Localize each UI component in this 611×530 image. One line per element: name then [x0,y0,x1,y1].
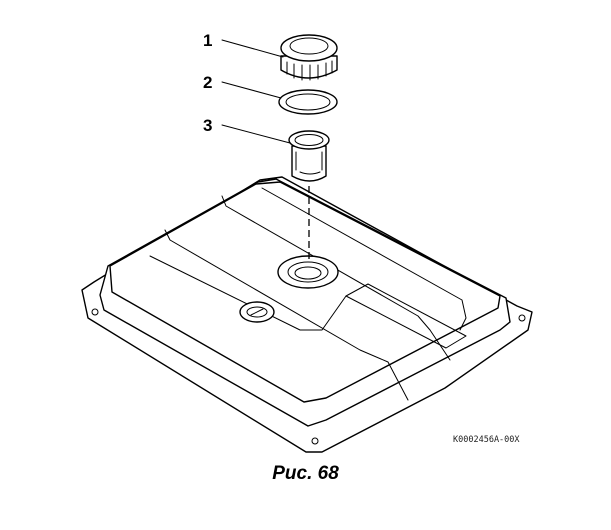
cap-skirt [280,55,338,79]
mounting-hole-front [311,437,319,445]
strainer-body [291,145,327,182]
strainer-rim [288,130,330,150]
tank-top-ridge-right [261,187,467,331]
tank-raised-panel [345,283,467,349]
filler-neck-inner [287,261,329,283]
callout-2-number: 2 [203,73,212,92]
callout-3-number: 3 [203,116,212,135]
callout-2: 2 [203,73,282,99]
cap-gasket-part [278,89,338,115]
tank-top-ridge-rear [164,229,409,401]
cap-top [280,34,338,62]
callout-2-leader [221,81,282,99]
callout-1-number: 1 [203,31,212,50]
fuel-gauge-window [246,306,268,318]
filler-neck-outer [277,255,339,289]
drawing-code: K0002456A-00X [453,435,520,445]
mounting-hole-left [91,308,99,316]
callout-3: 3 [203,116,291,144]
fuel-gauge-needle [250,308,264,316]
strainer-mesh-band [295,151,323,175]
gasket-inner [285,93,331,111]
callout-1: 1 [203,31,284,58]
strainer-rim-inner [294,134,324,146]
cap-top-inner [289,37,329,55]
callout-3-leader [221,124,291,144]
tank-panel-seam [149,255,347,331]
cap-knurling [286,60,333,81]
fuel-cap-part [280,34,338,81]
tank-top-surface [109,181,501,403]
mounting-hole-right [518,314,526,322]
fuel-tank [81,176,533,453]
tank-top-ridge-left [221,195,451,361]
fuel-strainer-part [288,130,330,182]
filler-neck-bore [294,266,322,280]
callout-1-leader [221,39,284,58]
figure-caption: Рис. 68 [272,463,339,484]
